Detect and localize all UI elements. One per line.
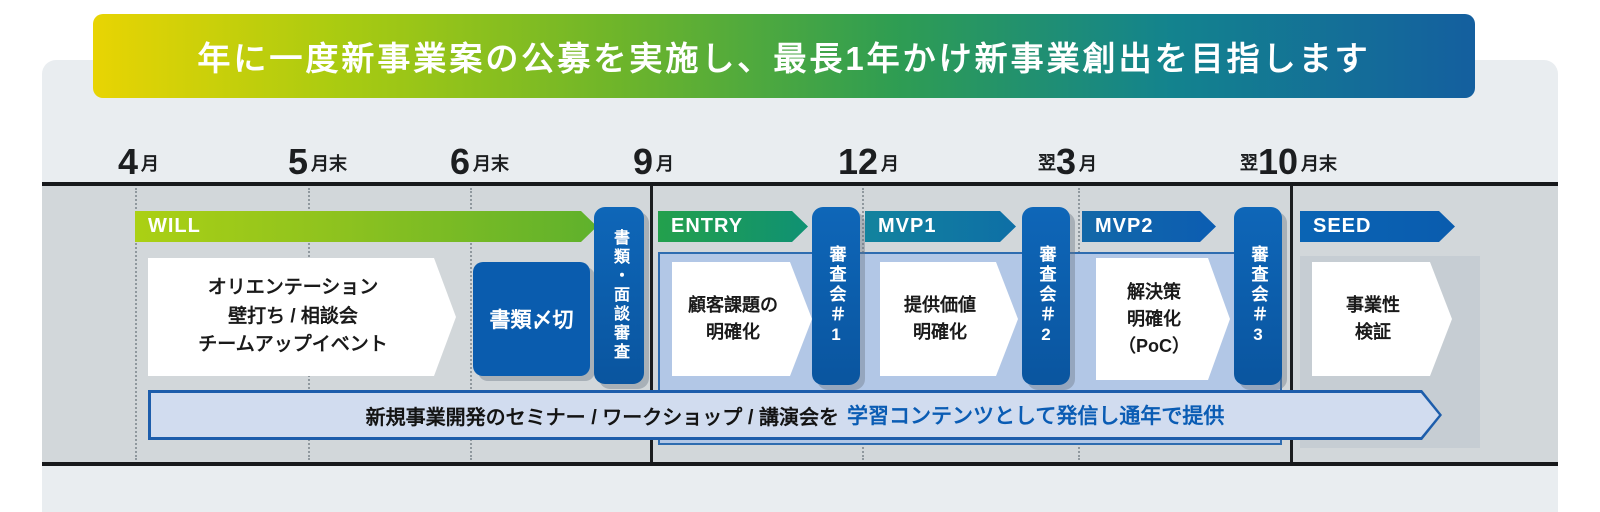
header-banner: 年に一度新事業案の公募を実施し、最長1年かけ新事業創出を目指します [93, 14, 1475, 98]
seminar-bar: 新規事業開発のセミナー / ワークショップ / 講演会を 学習コンテンツとして発… [148, 390, 1442, 440]
phase-arrow-mvp2: MVP2 [1082, 211, 1216, 242]
step-review-meeting-1: 審査会＃1 [812, 207, 860, 385]
step-document-deadline: 書類〆切 [473, 262, 590, 376]
tick-line-june-end [470, 188, 472, 460]
step-customer-problem: 顧客課題の 明確化 [672, 262, 812, 376]
phase-arrow-will: WILL [135, 211, 597, 242]
divider-line-september [650, 186, 653, 462]
step-review-meeting-3: 審査会＃3 [1234, 207, 1282, 385]
step-business-validation: 事業性 検証 [1312, 262, 1452, 376]
phase-arrow-entry: ENTRY [658, 211, 808, 242]
tick-line-april [135, 188, 137, 460]
divider-line-next-october [1290, 186, 1293, 462]
phase-arrow-mvp1: MVP1 [865, 211, 1016, 242]
step-value-proposition: 提供価値 明確化 [880, 262, 1018, 376]
step-document-interview-screening: 書類・面談審査 [594, 207, 644, 384]
phase-arrow-seed: SEED [1300, 211, 1455, 242]
step-solution-poc: 解決策 明確化 （PoC） [1096, 258, 1230, 380]
seminar-highlight-text: 学習コンテンツとして発信し通年で提供 [846, 405, 1225, 428]
step-orientation: オリエンテーション 壁打ち / 相談会 チームアップイベント [148, 258, 456, 376]
seminar-lead-text: 新規事業開発のセミナー / ワークショップ / 講演会を [365, 406, 839, 429]
banner-title: 年に一度新事業案の公募を実施し、最長1年かけ新事業創出を目指します [197, 40, 1371, 77]
step-review-meeting-2: 審査会＃2 [1022, 207, 1070, 385]
